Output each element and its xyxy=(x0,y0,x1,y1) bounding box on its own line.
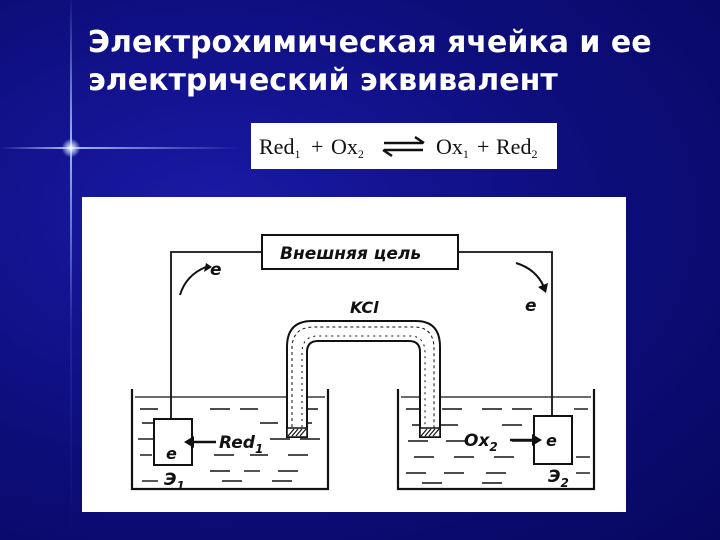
eq-ox2: Ox xyxy=(331,134,358,159)
eq-ox2-sub: 2 xyxy=(358,147,364,161)
salt-bridge-label: KCl xyxy=(350,298,379,317)
left-wire xyxy=(170,251,262,419)
electron-label-left: e xyxy=(210,260,222,280)
electron-flow-arrow-right-icon xyxy=(515,262,548,293)
svg-text:Red1: Red1 xyxy=(259,134,300,161)
eq-red1: Red xyxy=(259,134,294,159)
eq-plus-left: + xyxy=(311,134,323,159)
decorative-horizontal-flare xyxy=(0,147,240,149)
right-electrode-name: Э xyxy=(548,467,560,487)
eq-red1-sub: 1 xyxy=(294,147,300,161)
slide-title-line-1: Электрохимическая ячейка и ее xyxy=(88,25,652,60)
slide-title-line-2: электрический эквивалент xyxy=(88,63,558,98)
eq-red2-sub: 2 xyxy=(531,147,537,161)
svg-text:Э1: Э1 xyxy=(164,470,185,493)
eq-ox1-sub: 1 xyxy=(463,147,469,161)
decorative-vertical-flare xyxy=(70,0,72,540)
right-species-sub: 2 xyxy=(489,440,497,454)
electron-flow-arrow-left-icon xyxy=(179,263,212,296)
svg-text:Ox1: Ox1 xyxy=(436,134,469,161)
right-electrode-sub: 2 xyxy=(560,476,568,490)
electron-label-right: e xyxy=(525,296,537,316)
left-electron-transfer-arrow-icon xyxy=(184,436,216,448)
left-electrode-name: Э xyxy=(164,470,176,490)
svg-text:Red2: Red2 xyxy=(496,134,537,161)
electrochemical-cell-diagram: Внешняя цель e e xyxy=(82,197,626,512)
right-electron-transfer-arrow-icon xyxy=(510,434,542,446)
decorative-sparkle xyxy=(62,139,80,157)
reaction-equation: Red1 + Ox2 Ox1 + Red2 xyxy=(251,123,557,169)
right-wire xyxy=(458,251,553,419)
external-circuit-label: Внешняя цель xyxy=(280,244,421,264)
eq-red2: Red xyxy=(496,134,531,159)
eq-plus-right: + xyxy=(477,134,489,159)
salt-bridge xyxy=(286,320,441,438)
eq-ox1: Ox xyxy=(436,134,463,159)
right-species-label: Ox xyxy=(464,431,490,451)
left-species-sub: 1 xyxy=(255,442,263,456)
left-electrode-sub: 1 xyxy=(176,479,184,493)
slide-title: Электрохимическая ячейка и ее электричес… xyxy=(88,24,688,100)
right-electrode-e-label: e xyxy=(546,431,557,450)
left-species-label: Red xyxy=(219,433,256,453)
left-electrode-e-label: e xyxy=(166,444,177,463)
svg-text:Red1: Red1 xyxy=(219,433,263,456)
svg-text:Э2: Э2 xyxy=(548,467,569,490)
svg-text:Ox2: Ox2 xyxy=(464,431,498,454)
equilibrium-arrows-icon xyxy=(382,135,425,158)
svg-text:Ox2: Ox2 xyxy=(331,134,364,161)
left-beaker xyxy=(130,389,330,491)
